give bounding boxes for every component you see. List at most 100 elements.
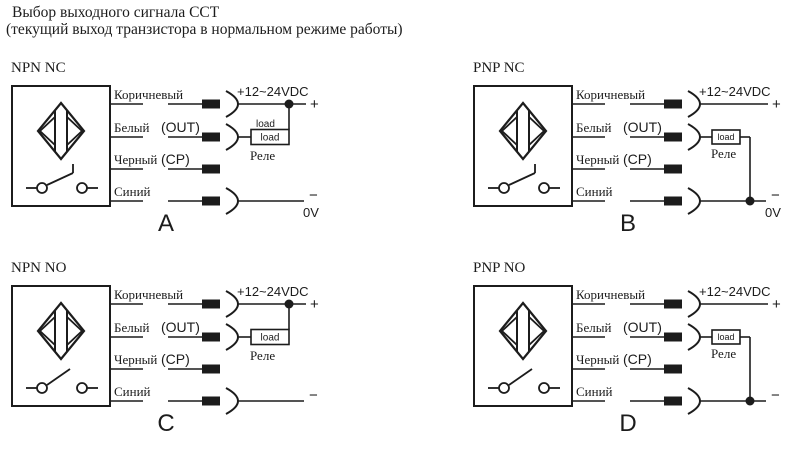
wire-color-label: Коричневый (114, 287, 183, 302)
minus-terminal: − (771, 187, 780, 204)
wire-color-label: Белый (576, 120, 611, 135)
load-label: load (717, 132, 734, 142)
page-title: Выбор выходного сигнала CCT (текущий вых… (6, 4, 403, 38)
plus-terminal: + (310, 296, 319, 313)
plus-terminal: + (772, 296, 781, 313)
load-label: load (717, 332, 734, 342)
diamond-left-triangle (500, 114, 518, 148)
signal-label: (CP) (623, 151, 652, 167)
connector-socket (225, 387, 239, 415)
switch-contact (538, 382, 550, 394)
signal-label: (CP) (161, 351, 190, 367)
connector-pin (202, 299, 220, 309)
connector-pin (202, 132, 220, 142)
wire-color-label: Черный (576, 152, 619, 167)
sensor-body (11, 85, 111, 207)
connector-pin (664, 132, 682, 142)
wire-color-label: Синий (576, 184, 613, 199)
diagram-letter: B (620, 210, 636, 237)
connector-socket (225, 187, 239, 215)
connector-socket (687, 323, 701, 351)
sensor-body (11, 285, 111, 407)
relay-label: Реле (711, 346, 736, 361)
switch-contact (498, 382, 510, 394)
minus-terminal: − (771, 387, 780, 404)
page-title-line2: (текущий выход транзистора в нормальном … (6, 21, 403, 38)
supply-label: +12~24VDC (237, 84, 309, 99)
switch-contact (36, 382, 48, 394)
wire-color-label: Белый (114, 320, 149, 335)
wire-color-label: Коричневый (114, 87, 183, 102)
signal-label: (CP) (623, 351, 652, 367)
connector-socket (687, 187, 701, 215)
connector-pin (664, 332, 682, 342)
switch-contact (538, 182, 550, 194)
sensor-symbol-diamond (498, 101, 548, 161)
wire-color-label: Коричневый (576, 287, 645, 302)
wire-color-label: Синий (114, 184, 151, 199)
connector-pin (664, 364, 682, 374)
sensor-symbol-diamond (498, 301, 548, 361)
diamond-right-triangle (66, 314, 84, 348)
wire-color-label: Черный (114, 152, 157, 167)
connector-pin (664, 164, 682, 174)
signal-label: (OUT) (623, 119, 662, 135)
zero-volt-label: 0V (765, 205, 781, 220)
signal-label: (OUT) (623, 319, 662, 335)
diagram-type-label: NPN NO (11, 260, 67, 276)
diamond-right-triangle (66, 114, 84, 148)
plus-terminal: + (310, 96, 319, 113)
diamond-right-triangle (528, 114, 546, 148)
switch-contact (76, 182, 88, 194)
relay-label: Реле (711, 146, 736, 161)
connector-pin (664, 299, 682, 309)
load-box (250, 128, 290, 146)
junction-dot (284, 99, 294, 109)
connector-pin (664, 99, 682, 109)
diagram-letter: C (157, 410, 174, 437)
plus-terminal: + (772, 96, 781, 113)
supply-label: +12~24VDC (699, 284, 771, 299)
diagram-type-label: NPN NC (11, 60, 66, 76)
minus-terminal: − (309, 387, 318, 404)
switch-contact (498, 182, 510, 194)
zero-volt-label: 0V (303, 205, 319, 220)
diagram-type-label: PNP NO (473, 260, 526, 276)
sensor-symbol-diamond (36, 101, 86, 161)
signal-label: (OUT) (161, 319, 200, 335)
junction-dot (745, 196, 755, 206)
switch-lever-nc (46, 172, 74, 186)
junction-dot (745, 396, 755, 406)
connector-pin (664, 196, 682, 206)
switch-contact (36, 182, 48, 194)
connector-socket (225, 123, 239, 151)
relay-label: Реле (250, 348, 275, 363)
connector-socket (687, 387, 701, 415)
connector-pin (202, 396, 220, 406)
sensor-body (473, 285, 573, 407)
connector-pin (202, 164, 220, 174)
connector-pin (202, 364, 220, 374)
diagram-letter: D (619, 410, 636, 437)
wire-color-label: Белый (576, 320, 611, 335)
wire-color-label: Синий (576, 384, 613, 399)
diagram-letter: A (158, 210, 174, 237)
diamond-left-triangle (38, 114, 56, 148)
supply-label: +12~24VDC (237, 284, 309, 299)
signal-label: (CP) (161, 151, 190, 167)
minus-terminal: − (309, 187, 318, 204)
diamond-right-triangle (528, 314, 546, 348)
connector-socket (225, 323, 239, 351)
wire-color-label: Черный (114, 352, 157, 367)
switch-lever-nc (508, 172, 536, 186)
wire-color-label: Черный (576, 352, 619, 367)
switch-lever-no (46, 368, 71, 386)
switch-lever-no (508, 368, 533, 386)
sensor-body (473, 85, 573, 207)
connector-socket (687, 123, 701, 151)
wire-color-label: Синий (114, 384, 151, 399)
sensor-symbol-diamond (36, 301, 86, 361)
diamond-left-triangle (38, 314, 56, 348)
load-label: load (261, 133, 280, 144)
